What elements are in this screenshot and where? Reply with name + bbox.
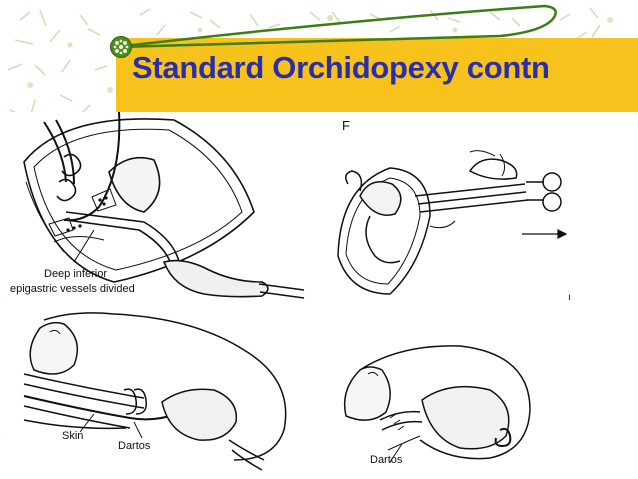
figure-dartos-pouch: Dartos: [330, 340, 575, 476]
surgical-illustration-dartos-pouch: [23, 312, 287, 471]
surgical-illustration-spermatic-cord: [337, 150, 568, 295]
surgical-illustration-inguinal-canal: [23, 112, 305, 299]
caption-line-1: Deep inferior: [44, 268, 107, 280]
title-band: [116, 38, 638, 112]
figure-deep-inferior-epigastric: Deep inferior epigastric vessels divided: [4, 112, 316, 302]
figure-orchidopexy-f: F ı: [330, 116, 580, 304]
label-skin: Skin: [62, 430, 84, 442]
surgical-illustration-testis-in-pouch: [343, 345, 531, 463]
figure-mark: ı: [568, 292, 571, 303]
figure-letter: F: [342, 118, 350, 133]
figure-skin-dartos: Skin Dartos: [4, 310, 304, 478]
right-arrow-icon: [522, 229, 568, 239]
caption-line-2: epigastric vessels divided: [10, 283, 135, 295]
slide-title: Standard Orchidopexy contn: [132, 50, 550, 85]
label-dartos-right: Dartos: [370, 454, 403, 466]
label-dartos-left: Dartos: [118, 440, 151, 452]
